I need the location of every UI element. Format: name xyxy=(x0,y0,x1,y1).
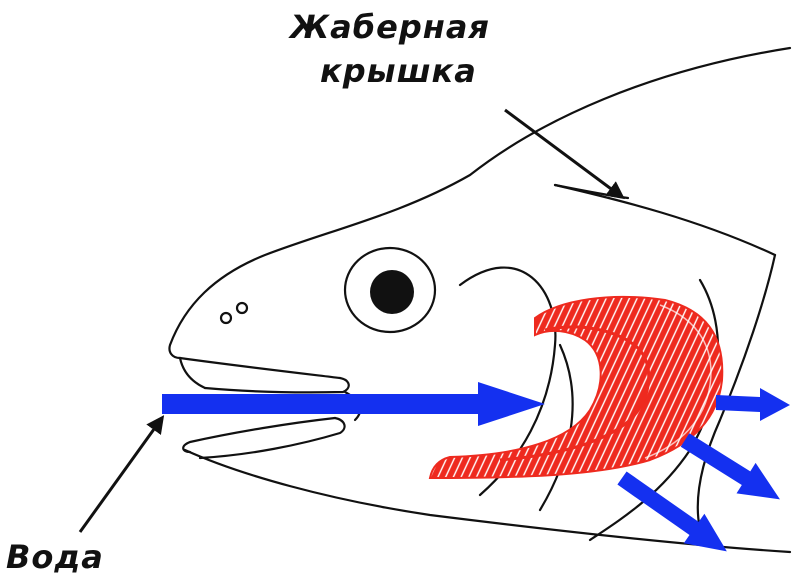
water-outflow-arrow-icon xyxy=(612,463,738,566)
water-outflow-arrow-icon xyxy=(675,425,789,515)
gills xyxy=(430,297,722,478)
operculum-label-line1: Жаберная xyxy=(288,8,490,46)
gill-filaments xyxy=(430,297,722,478)
operculum-label-line2: крышка xyxy=(320,52,477,90)
operculum-pointer-arrow-icon xyxy=(505,110,622,197)
water-label: Вода xyxy=(6,538,104,576)
eye xyxy=(345,248,435,332)
water-pointer-arrow-icon xyxy=(80,418,162,532)
water-outflow-arrow-icon xyxy=(716,388,790,421)
